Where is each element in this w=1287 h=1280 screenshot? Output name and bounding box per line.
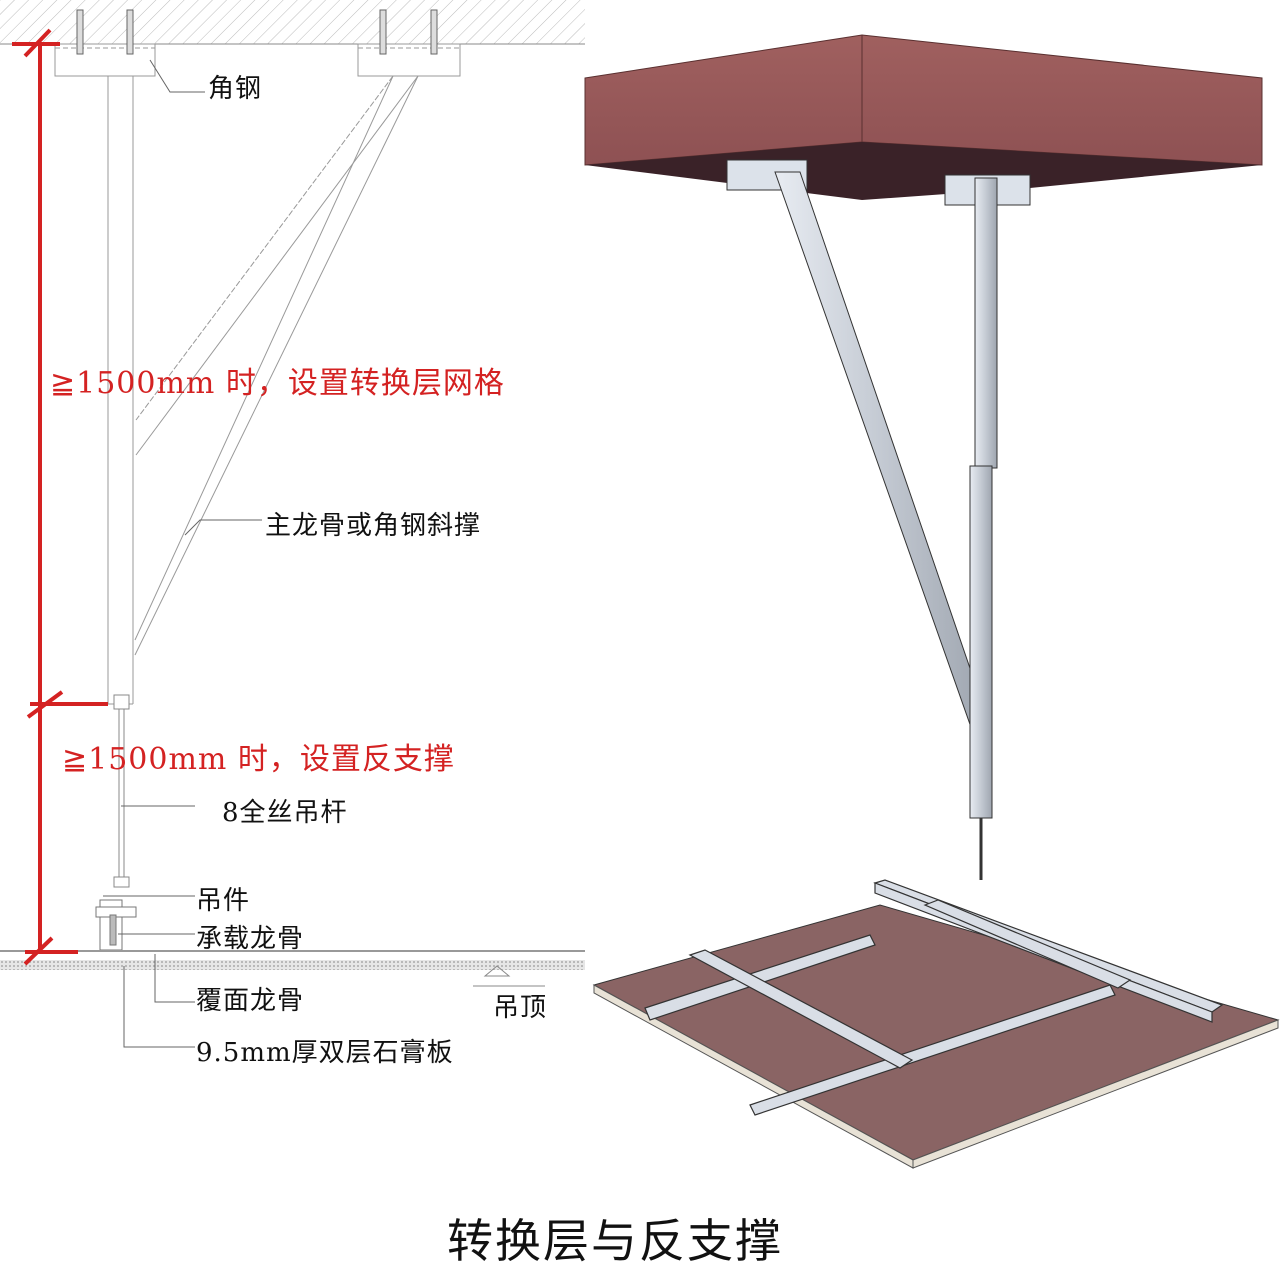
concrete-slab-3d xyxy=(584,34,1263,200)
anchor-bolts xyxy=(76,9,438,55)
vertical-member-3d xyxy=(969,177,998,880)
dimension-lines xyxy=(12,28,108,966)
leader-lines xyxy=(103,59,262,1048)
label-main-runner: 承载龙骨 xyxy=(196,924,305,954)
label-cover-runner: 覆面龙骨 xyxy=(196,986,305,1016)
hanger-bracket xyxy=(95,899,137,951)
label-hanger: 吊件 xyxy=(196,886,251,916)
label-diagonal-brace: 主龙骨或角钢斜撑 xyxy=(265,511,482,541)
angle-steel-plates xyxy=(54,43,461,77)
gypsum-board-section xyxy=(0,950,585,987)
diagonal-brace xyxy=(134,75,419,656)
label-angle-steel: 角钢 xyxy=(208,74,263,104)
diagonal-brace-3d xyxy=(774,171,986,732)
concrete-slab-section xyxy=(0,0,585,45)
label-ceiling: 吊顶 xyxy=(493,993,548,1023)
label-threaded-rod: 8全丝吊杆 xyxy=(222,798,348,828)
figure-caption: 转换层与反支撑 xyxy=(447,1214,783,1268)
label-reverse-support-note: ≧1500mm 时，设置反支撑 xyxy=(62,742,455,777)
ceiling-board-3d xyxy=(592,904,1280,1169)
ceiling-runners-3d xyxy=(644,879,1224,1116)
label-gypsum-board: 9.5mm厚双层石膏板 xyxy=(196,1038,454,1068)
threaded-rod xyxy=(113,694,130,888)
label-transfer-grid-note: ≧1500mm 时，设置转换层网格 xyxy=(50,366,505,401)
